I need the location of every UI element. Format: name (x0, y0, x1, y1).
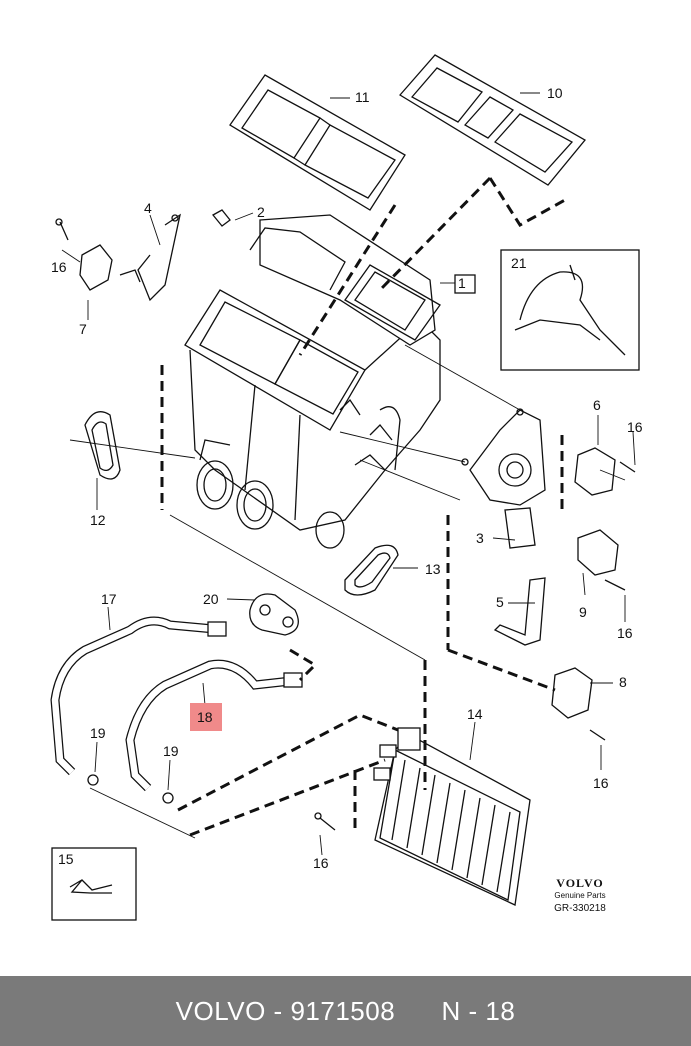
callout-1: 1 (458, 275, 466, 291)
seal-13 (344, 544, 399, 596)
filter-frame-10 (399, 54, 586, 186)
callout-19b: 19 (163, 743, 179, 759)
o-ring-19b (162, 792, 174, 804)
callout-12: 12 (90, 512, 106, 528)
actuator-7 (55, 218, 113, 291)
lever-5 (493, 577, 546, 646)
callout-15: 15 (58, 851, 74, 867)
brand-block: VOLVO Genuine Parts GR-330218 (540, 876, 620, 914)
heater-core-14 (373, 727, 531, 906)
footer-bar: VOLVO - 9171508 N - 18 (0, 976, 691, 1046)
callout-4: 4 (144, 200, 152, 216)
linkage-plate (461, 408, 546, 506)
screws-16 (314, 812, 336, 831)
footer-position: N - 18 (441, 995, 516, 1026)
actuator-9 (577, 529, 626, 591)
callout-16d: 16 (593, 775, 609, 791)
seal-12 (84, 411, 121, 480)
callout-10: 10 (547, 85, 563, 101)
footer-part-number: VOLVO - 9171508 (175, 995, 396, 1026)
grommet-20 (249, 593, 299, 636)
clip-box-15 (51, 847, 137, 921)
footer-spacer (395, 996, 441, 1027)
actuator-8 (551, 667, 606, 741)
callout-16c: 16 (617, 625, 633, 641)
callout-21: 21 (511, 255, 527, 271)
assembly-dashes (160, 176, 566, 837)
callout-5: 5 (496, 594, 504, 610)
callout-3: 3 (476, 530, 484, 546)
bracket-3 (504, 507, 536, 549)
pipe-17 (50, 616, 227, 776)
diagram-reference: GR-330218 (554, 903, 606, 914)
callout-14: 14 (467, 706, 483, 722)
callout-11: 11 (355, 89, 370, 105)
callout-6: 6 (593, 397, 601, 413)
leader-lines (61, 92, 636, 856)
clip-2 (212, 209, 231, 227)
pipe-18 (125, 659, 303, 792)
callout-20: 20 (203, 591, 219, 607)
highlight-18 (190, 703, 222, 731)
callout-13: 13 (425, 561, 441, 577)
volvo-logo: VOLVO (556, 876, 604, 890)
callout-16a: 16 (51, 259, 67, 275)
callout-19a: 19 (90, 725, 106, 741)
callout-16e: 16 (313, 855, 329, 871)
harness-box-21 (500, 249, 640, 371)
callout-9: 9 (579, 604, 587, 620)
lever-4 (119, 213, 181, 302)
callout-18: 18 (197, 709, 213, 725)
part-1-box (454, 274, 476, 294)
filter-frame-11 (229, 74, 406, 211)
brand-subtitle: Genuine Parts (554, 891, 606, 900)
hvac-housing (184, 214, 441, 549)
o-ring-19a (87, 774, 99, 786)
exploded-parts-diagram: 1 2 3 4 5 6 7 8 9 10 11 12 13 14 15 16 1… (50, 54, 643, 921)
callout-17: 17 (101, 591, 117, 607)
callout-2: 2 (257, 204, 265, 220)
callout-16b: 16 (627, 419, 643, 435)
actuator-6 (574, 447, 636, 496)
callout-7: 7 (79, 321, 87, 337)
callout-8: 8 (619, 674, 627, 690)
